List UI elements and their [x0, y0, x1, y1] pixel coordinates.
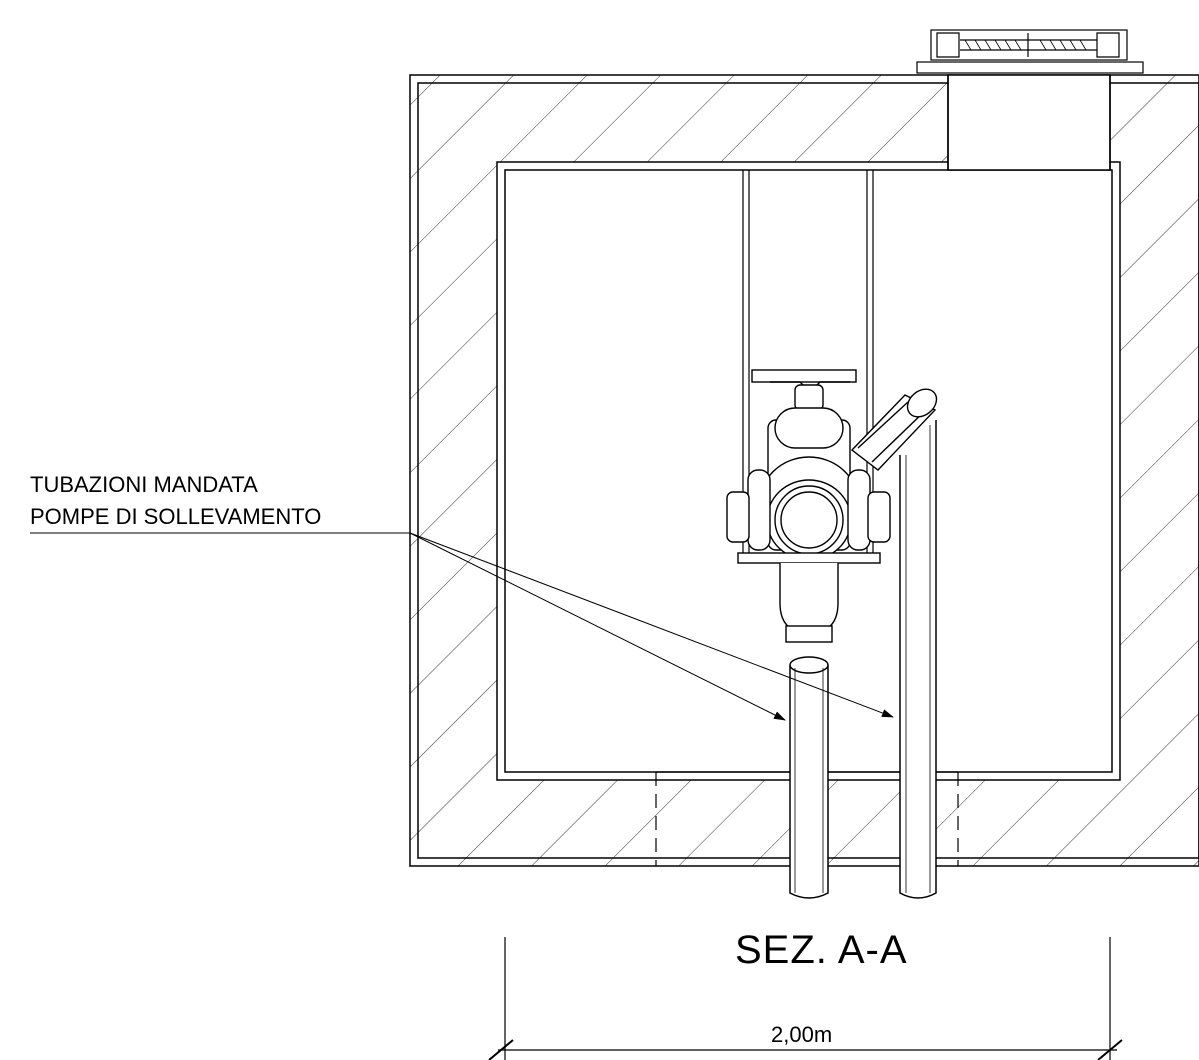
discharge-pipe-left — [789, 656, 829, 899]
concrete-wall-hatch — [410, 75, 1199, 866]
access-shaft — [947, 74, 1111, 171]
discharge-pipe-right — [899, 420, 937, 899]
pump-assembly — [726, 369, 938, 643]
dimension-line — [488, 937, 1123, 1060]
manhole-cover — [916, 29, 1144, 74]
dimension-label: 2,00m — [771, 1022, 833, 1047]
annotation-line-2: POMPE DI SOLLEVAMENTO — [30, 504, 322, 529]
annotation-line-1: TUBAZIONI MANDATA — [30, 472, 258, 497]
annotation-leader — [30, 532, 894, 721]
section-title: SEZ. A-A — [735, 928, 908, 972]
floor-openings — [655, 772, 959, 866]
